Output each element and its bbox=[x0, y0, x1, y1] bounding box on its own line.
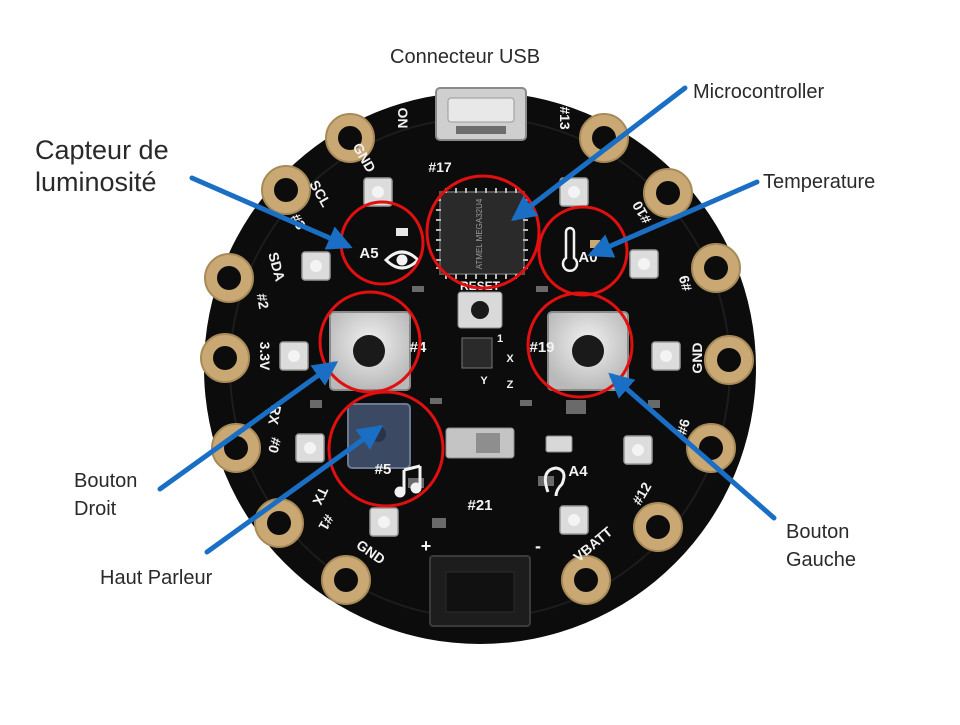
silk-pin19: #19 bbox=[529, 339, 554, 356]
silk-on: ON bbox=[395, 108, 411, 129]
silk-pin2: #2 bbox=[254, 292, 272, 310]
highlight-right-button bbox=[318, 290, 422, 394]
highlight-circles bbox=[318, 174, 634, 508]
label-light-sensor-line2: luminosité bbox=[35, 167, 157, 197]
silk-pin-1: 1 bbox=[497, 333, 503, 345]
neopixel-cores bbox=[288, 186, 672, 528]
usb-connector bbox=[435, 87, 527, 141]
chip-marking: ATMEL MEGA32U4 bbox=[475, 198, 484, 269]
silk-a4: A4 bbox=[568, 463, 588, 480]
arrow-left-button bbox=[608, 372, 777, 521]
silk-axis-x: X bbox=[506, 353, 514, 365]
button-a-part bbox=[329, 311, 411, 391]
slide-switch-part bbox=[445, 427, 515, 459]
label-temperature: Temperature bbox=[763, 171, 876, 193]
label-right-button-line2: Droit bbox=[74, 498, 117, 520]
highlight-left-button bbox=[526, 291, 634, 399]
silk-minus: - bbox=[535, 536, 541, 556]
silk-pin5: #5 bbox=[375, 461, 392, 478]
light-sensor-part bbox=[396, 228, 408, 236]
reset-button-part bbox=[457, 291, 503, 329]
microphone-part bbox=[545, 435, 573, 453]
buzzer-part bbox=[347, 403, 411, 469]
silk-pin21: #21 bbox=[467, 497, 492, 514]
arrow-microcontroller bbox=[511, 85, 688, 222]
silk-plus: + bbox=[421, 536, 432, 556]
label-left-button-line2: Gauche bbox=[786, 549, 857, 571]
silk-pin0: #0 bbox=[265, 436, 285, 455]
microcontroller-chip: ATMEL MEGA32U4 bbox=[436, 188, 528, 279]
highlight-speaker bbox=[327, 390, 445, 508]
arrow-temperature bbox=[587, 179, 760, 258]
ear-icon bbox=[543, 466, 566, 497]
arrow-speaker bbox=[204, 425, 384, 555]
temperature-sensor-part bbox=[590, 240, 600, 248]
silk-reset: RESET bbox=[460, 279, 501, 293]
silk-sda: SDA bbox=[265, 250, 288, 283]
thermometer-icon bbox=[561, 226, 579, 272]
music-note-icon bbox=[394, 464, 422, 498]
label-microcontroller: Microcontroller bbox=[693, 81, 825, 103]
silk-pin13: #13 bbox=[557, 106, 573, 130]
silk-pin1: #1 bbox=[315, 512, 337, 534]
arrow-light-sensor bbox=[189, 175, 353, 250]
accelerometer-chip bbox=[461, 337, 493, 369]
silk-gnd-right: GND bbox=[689, 342, 705, 373]
highlight-microcontroller bbox=[425, 174, 541, 290]
silk-pin9: #9 bbox=[675, 273, 695, 292]
highlight-temperature bbox=[537, 205, 629, 297]
silk-tx: TX bbox=[309, 485, 331, 509]
label-light-sensor-line1: Capteur de bbox=[35, 135, 169, 165]
silk-pin17: #17 bbox=[428, 159, 452, 175]
label-left-button-line1: Bouton bbox=[786, 521, 850, 543]
callout-arrows bbox=[157, 85, 777, 555]
arrow-right-button bbox=[157, 361, 339, 492]
silk-a5: A5 bbox=[359, 245, 378, 262]
silk-axis-z: Z bbox=[507, 379, 514, 391]
label-usb-connector: Connecteur USB bbox=[390, 46, 541, 68]
button-b-part bbox=[547, 311, 629, 391]
label-speaker: Haut Parleur bbox=[100, 567, 213, 589]
silk-3v3: 3.3V bbox=[257, 342, 273, 371]
battery-connector bbox=[429, 555, 531, 627]
label-right-button-line1: Bouton bbox=[74, 470, 138, 492]
silk-axis-y: Y bbox=[480, 375, 488, 387]
